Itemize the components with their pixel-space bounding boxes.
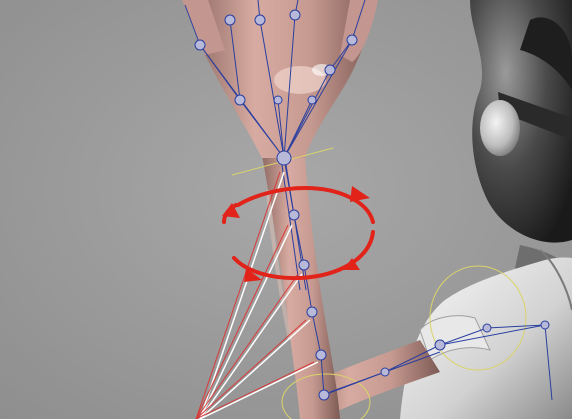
middle-joint-1[interactable]	[255, 15, 265, 25]
forearm-joint-2[interactable]	[299, 260, 309, 270]
palm-joint-2[interactable]	[308, 96, 316, 104]
palm-joint-1[interactable]	[274, 96, 282, 104]
upper-arm-joint-1[interactable]	[381, 368, 389, 376]
thumb-joint-2[interactable]	[195, 40, 205, 50]
forearm-joint-3[interactable]	[307, 307, 317, 317]
pinky-joint-2[interactable]	[347, 35, 357, 45]
forearm-joint-1[interactable]	[289, 210, 299, 220]
ring-joint-1[interactable]	[290, 10, 300, 20]
forearm-joint-4[interactable]	[316, 350, 326, 360]
thumb-joint-1[interactable]	[235, 95, 245, 105]
clavicle-joint[interactable]	[541, 321, 549, 329]
wrist-joint[interactable]	[277, 151, 291, 165]
upper-arm-joint-2[interactable]	[435, 340, 445, 350]
elbow-joint[interactable]	[319, 390, 329, 400]
index-joint-1[interactable]	[225, 15, 235, 25]
shoulder-joint[interactable]	[483, 324, 491, 332]
pinky-joint-1[interactable]	[325, 65, 335, 75]
character-ear	[480, 100, 520, 156]
